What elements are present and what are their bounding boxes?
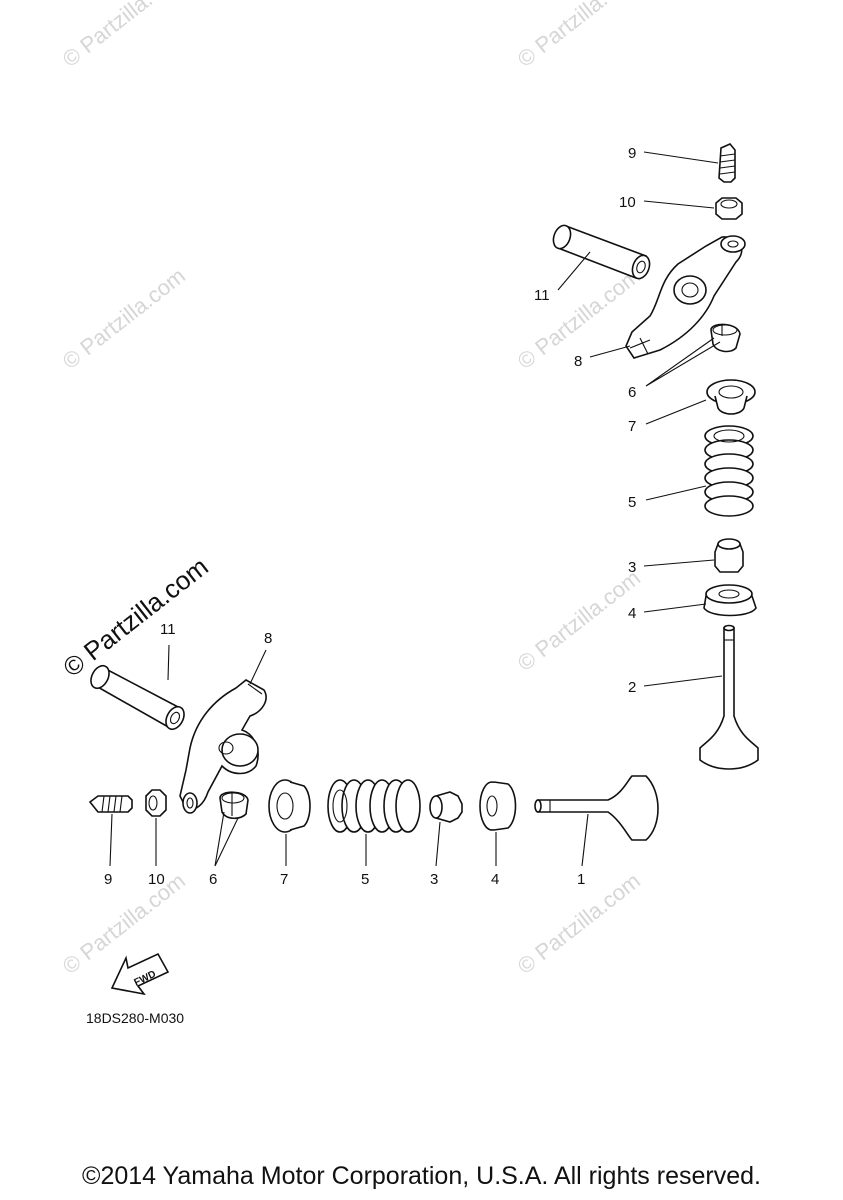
callout-label: 6 xyxy=(209,871,217,888)
spring-retainer-upper xyxy=(706,379,756,415)
callout-label: 11 xyxy=(160,621,176,638)
rocker-arm-upper xyxy=(625,235,746,359)
valve-upper xyxy=(699,624,759,770)
rocker-shaft-upper xyxy=(552,224,651,280)
callout-label: 8 xyxy=(264,630,272,647)
watermark: © Partzilla.com xyxy=(58,0,190,72)
callout-label: 8 xyxy=(574,353,582,370)
upper-assembly: 9 10 11 8 6 7 5 3 4 2 xyxy=(534,143,759,770)
leader-line xyxy=(581,813,589,867)
valve-stem-seal-lower xyxy=(429,791,463,823)
nut-lower xyxy=(145,789,167,817)
watermark-foreground: © Partzilla.com xyxy=(57,551,214,683)
diagram-code: 18DS280-M030 xyxy=(86,1010,185,1026)
spring-retainer-lower xyxy=(268,779,311,833)
watermark: © Partzilla.com xyxy=(58,263,190,374)
leader-line xyxy=(643,675,723,687)
nut-upper xyxy=(715,197,743,220)
leader-line xyxy=(643,559,715,567)
adjusting-screw-lower xyxy=(88,795,133,813)
fwd-arrow-icon: FWD xyxy=(110,952,170,996)
leader-line xyxy=(645,337,721,387)
leader-line xyxy=(249,649,267,685)
leader-line xyxy=(645,485,707,501)
leader-line xyxy=(589,345,631,358)
callout-label: 3 xyxy=(628,559,636,576)
callout-label: 7 xyxy=(628,418,636,435)
callout-label: 10 xyxy=(619,194,636,211)
valve-stem-seal-upper xyxy=(714,538,744,573)
callout-label: 7 xyxy=(280,871,288,888)
callout-label: 9 xyxy=(628,145,636,162)
callout-label: 6 xyxy=(628,384,636,401)
spring-seat-lower xyxy=(479,781,517,831)
valve-spring-lower xyxy=(327,779,421,833)
valve-spring-upper xyxy=(704,425,754,517)
callout-label: 3 xyxy=(430,871,438,888)
callout-label: 11 xyxy=(534,287,550,304)
callout-label: 5 xyxy=(628,494,636,511)
callout-label: 2 xyxy=(628,679,636,696)
callout-label: 9 xyxy=(104,871,112,888)
valve-lower xyxy=(534,775,659,841)
callout-label: 4 xyxy=(628,605,636,622)
rocker-shaft-lower xyxy=(90,664,185,731)
leader-line xyxy=(435,821,441,867)
leader-line xyxy=(643,151,719,164)
leader-line xyxy=(167,644,170,681)
leader-line xyxy=(557,251,591,291)
callout-label: 5 xyxy=(361,871,369,888)
leader-line xyxy=(214,811,239,867)
copyright-notice: ©2014 Yamaha Motor Corporation, U.S.A. A… xyxy=(82,1162,761,1190)
leader-line xyxy=(643,603,707,613)
spring-seat-upper xyxy=(703,584,757,617)
valve-cotter-lower xyxy=(219,791,249,820)
callout-label: 4 xyxy=(491,871,499,888)
watermark: © Partzilla.com xyxy=(513,0,645,72)
leader-line xyxy=(643,200,715,209)
watermark: © Partzilla.com xyxy=(513,565,645,676)
lower-assembly: 11 8 9 10 6 7 5 3 4 1 xyxy=(88,621,659,888)
rocker-arm-lower xyxy=(179,679,267,814)
leader-line xyxy=(645,399,707,425)
leader-line xyxy=(109,813,113,867)
callout-label: 1 xyxy=(577,871,585,888)
valve-cotter-upper xyxy=(710,323,741,353)
callout-label: 10 xyxy=(148,871,165,888)
adjusting-screw-upper xyxy=(718,143,736,183)
